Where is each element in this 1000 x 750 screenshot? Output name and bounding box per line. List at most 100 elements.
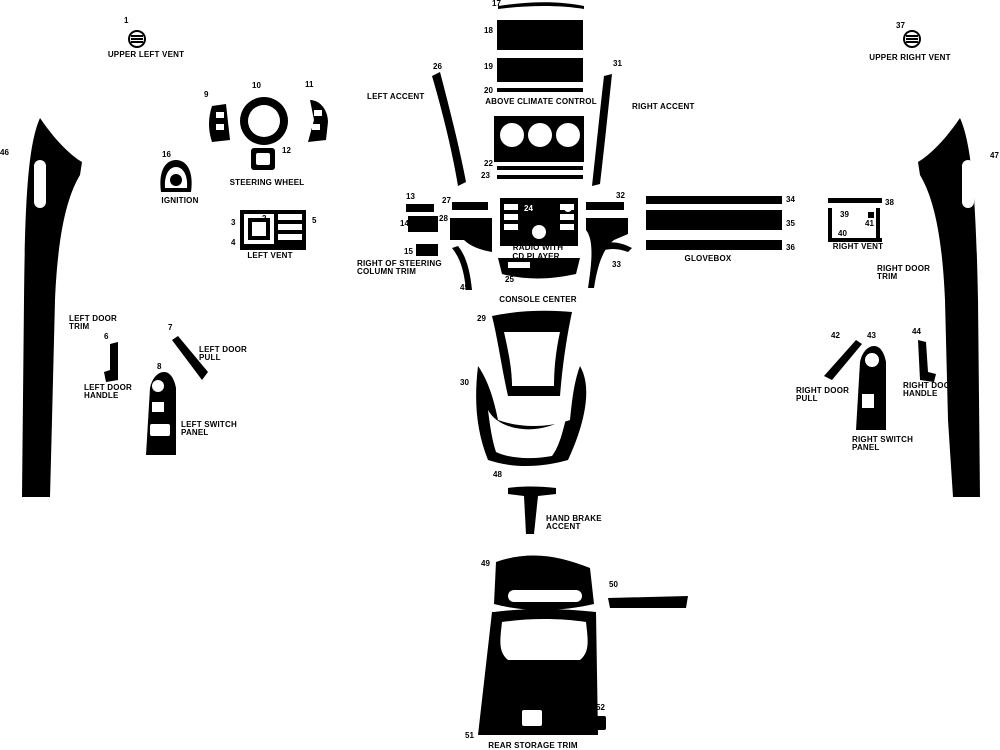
label-left-accent: LEFT ACCENT: [367, 92, 425, 101]
label-right-of-steering-line1: RIGHT OF STEERING: [357, 259, 442, 268]
part-number-39: 39: [840, 210, 849, 219]
part-13: [406, 204, 434, 212]
part-28-console-left: [450, 218, 492, 252]
label-right-vent: RIGHT VENT: [832, 242, 884, 251]
label-left-door-handle-line1: LEFT DOOR: [84, 383, 133, 392]
label-steering-wheel: STEERING WHEEL: [229, 178, 305, 187]
label-hand-brake-line2: ACCENT: [546, 522, 581, 531]
label-left-door-trim-line2: TRIM: [69, 322, 90, 331]
part-26-left-accent: [432, 72, 466, 186]
label-right-door-pull-line2: PULL: [796, 394, 818, 403]
part-number-25: 25: [505, 275, 514, 284]
part-number-6: 6: [104, 332, 109, 341]
part-number-29: 29: [477, 314, 486, 323]
label-left-door-trim-line1: LEFT DOOR: [69, 314, 118, 323]
part-number-26: 26: [433, 62, 442, 71]
part-number-16: 16: [162, 150, 171, 159]
part-14: [408, 216, 438, 232]
label-right-switch-panel-line2: PANEL: [852, 443, 880, 452]
part-8-left-switch-panel: [146, 372, 176, 455]
part-34: [646, 196, 782, 204]
label-left-door-handle-line2: HANDLE: [84, 391, 119, 400]
part-20: [497, 88, 583, 92]
part-number-4: 4: [231, 238, 236, 247]
part-number-14: 14: [400, 219, 409, 228]
part-17-top-strip: [498, 2, 584, 9]
label-right-of-steering-line2: COLUMN TRIM: [357, 267, 417, 276]
part-22: [497, 166, 583, 170]
part-45: [452, 246, 472, 290]
part-number-9: 9: [204, 90, 209, 99]
part-number-28: 28: [439, 214, 448, 223]
part-number-27: 27: [442, 196, 451, 205]
part-15: [416, 244, 438, 256]
label-right-door-handle-line1: RIGHT DOOR: [903, 381, 957, 390]
label-rear-storage-trim: REAR STORAGE TRIM: [488, 741, 578, 750]
part-38-41-right-vent: [828, 198, 882, 242]
label-right-door-trim-line2: TRIM: [877, 272, 898, 281]
part-number-46: 46: [0, 148, 9, 157]
part-number-7: 7: [168, 323, 173, 332]
part-33-console-right: [586, 218, 628, 288]
part-number-44: 44: [912, 327, 921, 336]
part-number-8: 8: [157, 362, 162, 371]
label-right-door-trim-line1: RIGHT DOOR: [877, 264, 931, 273]
part-number-47: 47: [990, 151, 999, 160]
part-number-34: 34: [786, 195, 795, 204]
part-number-11: 11: [305, 80, 314, 89]
part-43-right-switch-panel: [856, 346, 886, 430]
part-36: [646, 240, 782, 250]
part-23: [497, 175, 583, 179]
label-above-climate-control: ABOVE CLIMATE CONTROL: [485, 97, 597, 106]
part-number-5: 5: [312, 216, 317, 225]
part-9-wheel-left-pad: [209, 104, 230, 142]
part-44-right-door-handle: [918, 340, 936, 382]
label-left-switch-panel-line2: PANEL: [181, 428, 209, 437]
part-48-hand-brake: [508, 486, 556, 534]
part-number-40: 40: [838, 229, 847, 238]
part-46-left-pillar: [22, 118, 82, 497]
part-number-35: 35: [786, 219, 795, 228]
part-2-5-left-vent: [240, 210, 306, 250]
part-number-23: 23: [481, 171, 490, 180]
part-number-20: 20: [484, 86, 493, 95]
part-number-41: 41: [865, 219, 874, 228]
part-number-42: 42: [831, 331, 840, 340]
part-number-36: 36: [786, 243, 795, 252]
label-right-switch-panel-line1: RIGHT SWITCH: [852, 435, 914, 444]
label-radio-line2: CD PLAYER: [512, 252, 560, 261]
part-number-49: 49: [481, 559, 490, 568]
label-left-vent: LEFT VENT: [247, 251, 293, 260]
part-number-52: 52: [596, 703, 605, 712]
label-glovebox: GLOVEBOX: [684, 254, 732, 263]
part-number-51: 51: [465, 731, 474, 740]
label-right-door-handle-line2: HANDLE: [903, 389, 938, 398]
label-radio-line1: RADIO WITH: [512, 243, 564, 252]
label-right-door-pull-line1: RIGHT DOOR: [796, 386, 850, 395]
part-52: [592, 716, 606, 730]
part-number-15: 15: [404, 247, 413, 256]
part-37-upper-right-vent: [903, 30, 921, 48]
part-42-right-door-pull: [824, 340, 862, 380]
part-number-24: 24: [524, 204, 533, 213]
part-number-45: 45: [460, 283, 469, 292]
part-1-upper-left-vent: [128, 30, 146, 48]
part-number-21: 21: [505, 124, 514, 133]
label-upper-right-vent: UPPER RIGHT VENT: [869, 53, 951, 62]
part-number-33: 33: [612, 260, 621, 269]
part-number-19: 19: [484, 62, 493, 71]
part-27: [452, 202, 488, 210]
part-number-13: 13: [406, 192, 415, 201]
label-climate-control: CLIMATE CONTROL: [502, 152, 582, 161]
part-35: [646, 210, 782, 230]
part-18: [497, 20, 583, 50]
label-left-door-pull-line1: LEFT DOOR: [199, 345, 248, 354]
part-number-17: 17: [492, 0, 501, 8]
part-number-12: 12: [282, 146, 291, 155]
label-console-center: CONSOLE CENTER: [499, 295, 577, 304]
part-7-left-door-pull: [172, 336, 208, 380]
part-number-38: 38: [885, 198, 894, 207]
part-number-30: 30: [460, 378, 469, 387]
